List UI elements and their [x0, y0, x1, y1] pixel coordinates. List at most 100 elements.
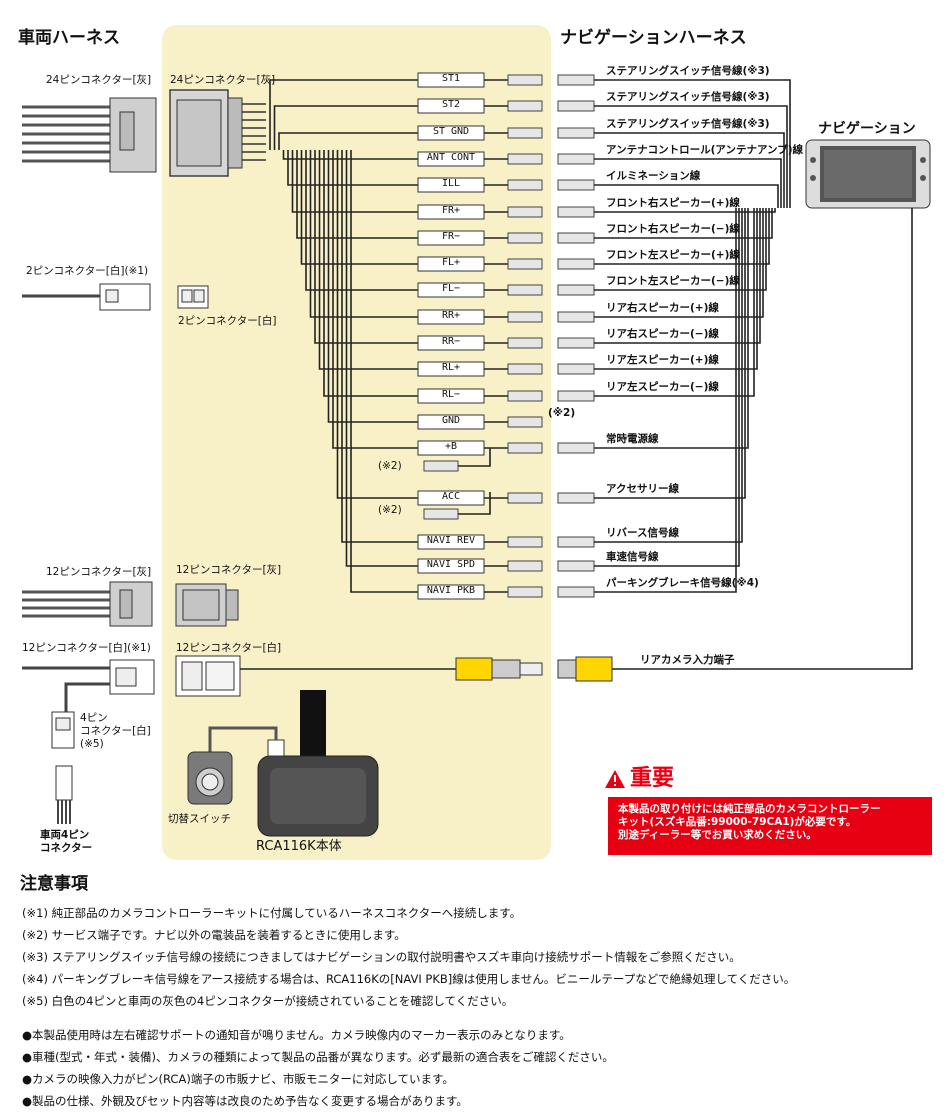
wire-tag-label: ST2 — [441, 99, 461, 110]
wire-tag-label: NAVI REV — [426, 535, 476, 546]
wire-description: フロント左スピーカー(+)線 — [606, 249, 740, 261]
label-kit-12pin-white: 12ピンコネクター[白] — [176, 642, 282, 654]
kit-12pin-gray-connector — [175, 583, 239, 627]
note-3: (※3) ステアリングスイッチ信号線の接続につきましてはナビゲーションの取付説明… — [22, 950, 741, 964]
wire-tag — [417, 208, 764, 325]
wire-tag-label: FL− — [441, 283, 461, 294]
wire-tag — [417, 208, 770, 272]
wire-description: リア左スピーカー(−)線 — [606, 381, 719, 393]
note-2: (※2) サービス端子です。ナビ以外の電装品を装着するときに使用します。 — [22, 928, 406, 942]
wire-description: リア左スピーカー(+)線 — [606, 354, 719, 366]
wire-tag — [417, 208, 749, 456]
wire-trunk — [273, 105, 418, 150]
label-unit: RCA116K本体 — [256, 839, 342, 854]
bullet-4: ●製品の仕様、外観及びセット内容等は改良のため予告なく変更する場合があります。 — [22, 1094, 468, 1108]
wire-description: フロント左スピーカー(−)線 — [606, 275, 740, 287]
warning-title: 重要 — [630, 766, 675, 791]
notes-title: 注意事項 — [20, 874, 88, 894]
wire-trunk — [269, 79, 418, 150]
wire-description: ステアリングスイッチ信号線(※3) — [606, 91, 770, 103]
wire-description: イルミネーション線 — [606, 170, 701, 182]
wire-description: リア右スピーカー(+)線 — [606, 302, 719, 314]
vehicle-12pin-gray-harness — [22, 581, 153, 627]
wire-trunk — [318, 150, 418, 370]
wire-tag — [417, 208, 737, 600]
note-4: (※4) パーキングブレーキ信号線をアース接続する場合は、RCA116Kの[NA… — [22, 972, 796, 986]
label-vehicle-2pin: 2ピンコネクター[白](※1) — [26, 265, 149, 277]
service-terminal — [423, 508, 459, 520]
wire-trunk — [332, 150, 418, 449]
warning-box: 本製品の取り付けには純正部品のカメラコントローラー キット(スズキ品番:9900… — [608, 797, 932, 855]
wire-tag — [417, 125, 785, 208]
wire-tag-label: NAVI PKB — [426, 585, 476, 596]
wire-description: パーキングブレーキ信号線(※4) — [606, 577, 759, 589]
bullet-2: ●車種(型式・年式・装備)、カメラの種類によって製品の品番が異なります。必ず最新… — [22, 1050, 614, 1064]
wire-tag-label: ANT CONT — [426, 152, 476, 163]
kit-12pin-white-connector — [175, 655, 241, 697]
warning-line-3: 別途ディーラー等でお買い求めください。 — [618, 829, 817, 842]
label-4pin-line1: 4ピン — [80, 712, 108, 724]
wire-tag — [417, 208, 743, 550]
kit-2pin-connector — [177, 285, 209, 309]
pin4-white-connector — [51, 711, 75, 749]
wire-trunk — [278, 132, 418, 150]
wire-tag — [417, 151, 782, 208]
wire-tag — [417, 208, 758, 377]
wire-tag — [417, 208, 755, 404]
heading-navi-harness: ナビゲーションハーネス — [560, 28, 747, 48]
wire-tag — [417, 208, 746, 506]
wire-description: (※2) — [548, 407, 576, 419]
label-car4-line2: コネクター — [40, 842, 93, 854]
wire-tag — [417, 208, 740, 574]
wire-trunk — [282, 150, 418, 160]
wire-description: ステアリングスイッチ信号線(※3) — [606, 65, 770, 77]
rca116k-unit — [208, 690, 379, 837]
wire-description: アンテナコントロール(アンテナアンプ)線 — [606, 144, 804, 156]
wire-description: 車速信号線 — [606, 551, 659, 563]
wire-trunk — [291, 150, 418, 213]
wire-description: リバース信号線 — [606, 527, 679, 539]
wire-description: アクセサリー線 — [606, 483, 679, 495]
label-switch: 切替スイッチ — [168, 813, 231, 825]
heading-vehicle-harness: 車両ハーネス — [18, 28, 120, 48]
wire-tag-label: RR− — [441, 336, 461, 347]
wire-trunk — [287, 150, 418, 186]
wire-tag-label: ST1 — [441, 73, 461, 84]
note-1: (※1) 純正部品のカメラコントローラーキットに付属しているハーネスコネクターへ… — [22, 906, 522, 920]
wire-trunk — [296, 150, 418, 239]
wire-tag-label: NAVI SPD — [426, 559, 476, 570]
wire-tag — [417, 208, 761, 351]
label-vehicle-12pin-white: 12ピンコネクター[白](※1) — [22, 642, 151, 654]
label-kit-12pin-gray: 12ピンコネクター[灰] — [176, 564, 282, 576]
wire-tag — [417, 177, 779, 208]
wire-description: フロント右スピーカー(−)線 — [606, 223, 740, 235]
wire-trunk — [327, 150, 418, 423]
wire-description: 常時電源線 — [606, 433, 659, 445]
wire-trunk — [345, 150, 418, 567]
wire-tag-label: ACC — [441, 491, 461, 502]
label-kit-24pin: 24ピンコネクター[灰] — [170, 74, 276, 86]
warning-icon — [605, 770, 625, 788]
wire-tag-label: GND — [441, 415, 461, 426]
label-4pin-line3: (※5) — [80, 738, 104, 750]
wire-tag — [417, 72, 791, 208]
vehicle-24pin-harness — [22, 97, 157, 173]
rca-camera-plugs — [240, 208, 913, 682]
note-5: (※5) 白色の4ピンと車両の灰色の4ピンコネクターが接続されていることを確認し… — [22, 994, 514, 1008]
bullet-3: ●カメラの映像入力がピン(RCA)端子の市販ナビ、市販モニターに対応しています。 — [22, 1072, 454, 1086]
wire-tag-label: RL− — [441, 389, 461, 400]
heading-navigation: ナビゲーション — [818, 121, 916, 137]
label-rear-camera: リアカメラ入力端子 — [640, 654, 735, 666]
switch-icon — [187, 751, 233, 805]
label-vehicle-24pin: 24ピンコネクター[灰] — [46, 74, 152, 86]
wire-trunk — [300, 150, 418, 265]
vehicle-2pin-connector — [22, 283, 151, 311]
wire-trunk — [350, 150, 418, 593]
wire-tag — [417, 208, 773, 246]
bullet-1: ●本製品使用時は左右確認サポートの通知音が鳴りません。カメラ映像内のマーカー表示… — [22, 1028, 571, 1042]
wire-trunk — [323, 150, 418, 397]
vehicle-4pin-connector — [55, 765, 73, 824]
warning-line-2: キット(スズキ品番:99000-79CA1)が必要です。 — [618, 816, 857, 829]
wire-trunk — [336, 150, 418, 499]
service-terminal — [423, 460, 459, 472]
